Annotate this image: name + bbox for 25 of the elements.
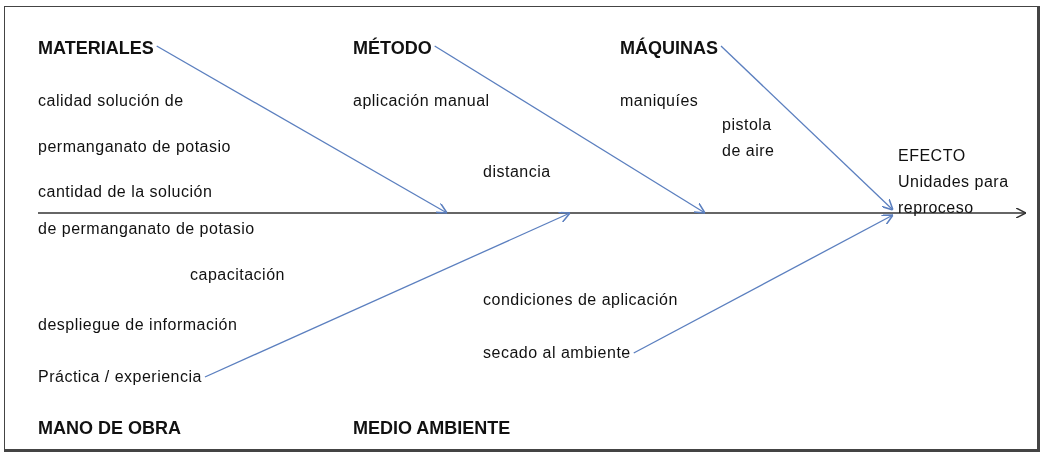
category-heading: MANO DE OBRA xyxy=(38,418,181,439)
cause-label: capacitación xyxy=(190,266,285,284)
arrow xyxy=(156,45,448,214)
cause-label: maniquíes xyxy=(620,92,699,110)
arrow xyxy=(720,45,894,211)
effect-text: EFECTO Unidades para reproceso xyxy=(893,143,1023,221)
cause-label: despliegue de información xyxy=(38,316,238,334)
cause-label: de permanganato de potasio xyxy=(38,220,255,238)
category-heading: MÁQUINAS xyxy=(620,38,718,59)
category-heading: MÉTODO xyxy=(353,38,432,59)
cause-label: cantidad de la solución xyxy=(38,183,213,201)
arrow xyxy=(434,45,706,214)
category-heading: MATERIALES xyxy=(38,38,154,59)
cause-label: aplicación manual xyxy=(353,92,490,110)
spine-arrow xyxy=(37,207,1027,219)
cause-label: condiciones de aplicación xyxy=(483,291,678,309)
arrow xyxy=(204,211,571,378)
cause-label: distancia xyxy=(483,163,551,181)
cause-label: Práctica / experiencia xyxy=(38,368,202,386)
cause-label: calidad solución de xyxy=(38,92,184,110)
arrow xyxy=(633,214,894,354)
category-heading: MEDIO AMBIENTE xyxy=(353,418,511,439)
cause-label: secado al ambiente xyxy=(483,344,631,362)
cause-label: pistola de aire xyxy=(722,115,776,161)
cause-label: permanganato de potasio xyxy=(38,138,231,156)
